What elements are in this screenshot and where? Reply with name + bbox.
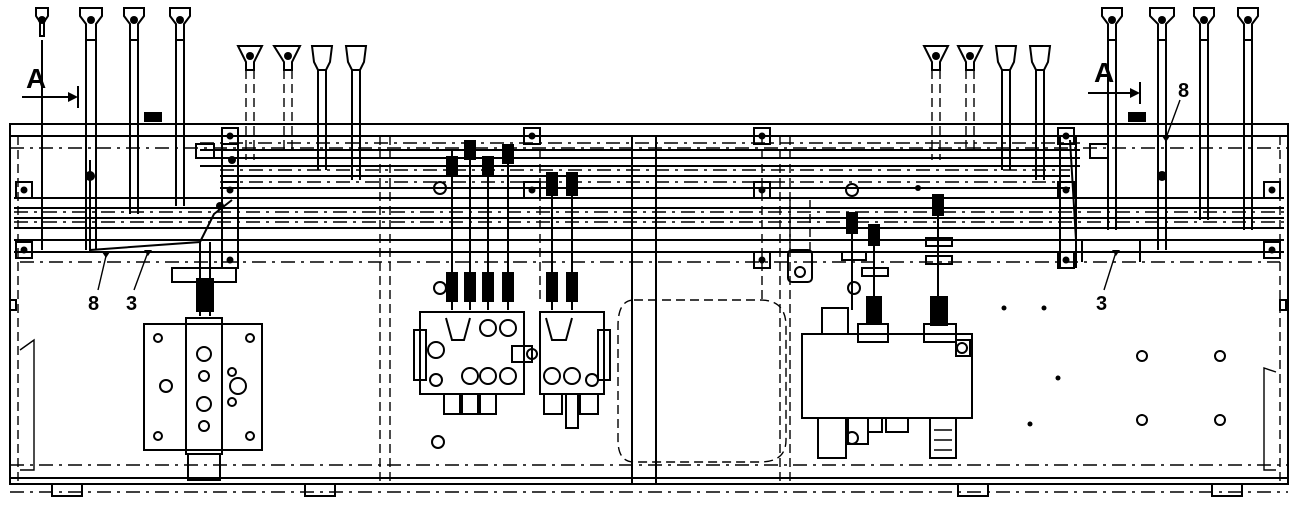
section-label-left: A xyxy=(26,63,46,94)
pipe-runs xyxy=(14,142,1284,263)
section-label-right: A xyxy=(1094,57,1114,88)
right-control-valve xyxy=(801,194,973,459)
callout-8-right: 8 xyxy=(1162,80,1189,142)
left-manifold-block xyxy=(143,242,263,481)
access-cover xyxy=(617,200,813,463)
support-columns xyxy=(221,136,1077,484)
item-label-8-right: 8 xyxy=(1178,80,1189,102)
center-control-valve xyxy=(413,140,611,429)
hose-assemblies-left xyxy=(41,40,361,252)
callout-3-left: 3 xyxy=(126,250,152,315)
top-couplers xyxy=(35,7,1259,71)
section-mark-left: A xyxy=(22,63,79,108)
item-label-3-left: 3 xyxy=(126,293,137,315)
item-label-8-left: 8 xyxy=(88,293,99,315)
callout-8-left: 8 xyxy=(88,252,110,315)
panel-holes-right xyxy=(1001,305,1226,427)
hose-assemblies-right xyxy=(931,40,1253,262)
callout-3-right: 3 xyxy=(1096,250,1120,315)
section-mark-right: A xyxy=(1088,57,1141,104)
item-label-3-right: 3 xyxy=(1096,293,1107,315)
